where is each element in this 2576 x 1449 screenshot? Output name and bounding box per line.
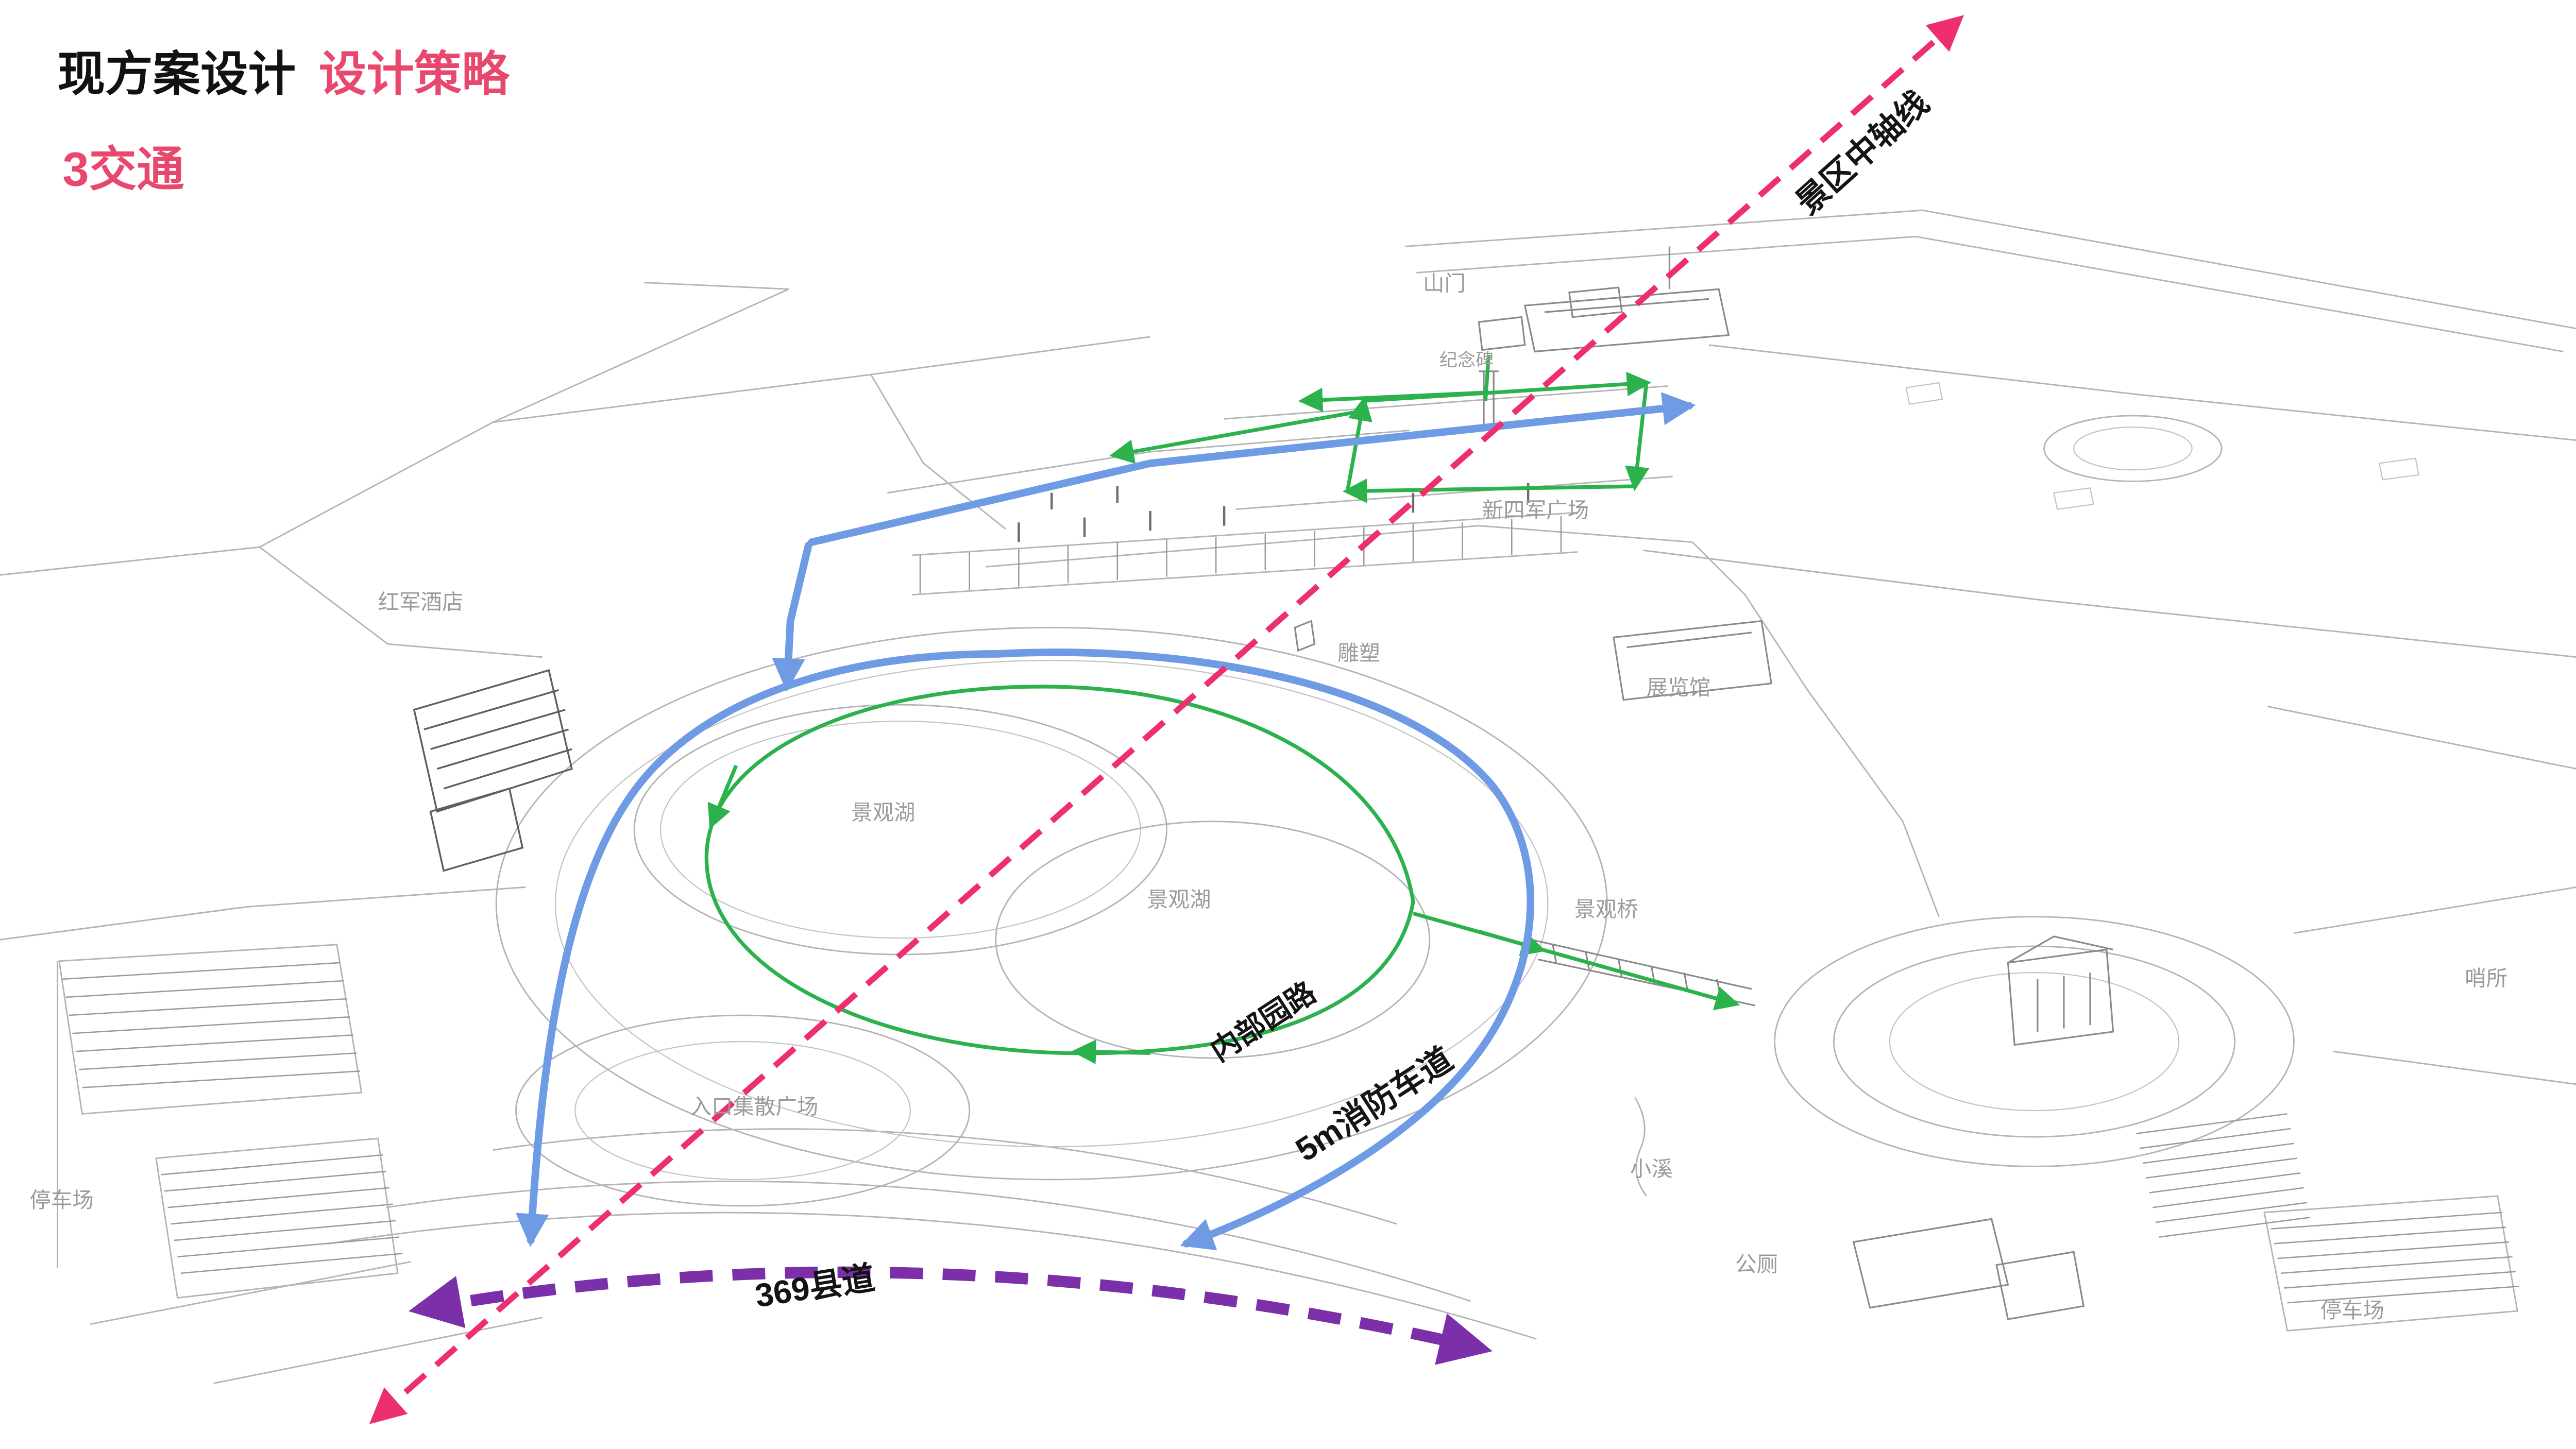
header: 现方案设计设计策略 3交通 bbox=[58, 47, 511, 196]
lake-east-shape bbox=[995, 821, 1431, 1059]
label-entry-plaza: 入口集散广场 bbox=[690, 1094, 819, 1118]
parking-east-stripes bbox=[2270, 1212, 2519, 1304]
label-n4a-square: 新四军广场 bbox=[1482, 498, 1589, 522]
garden-path-square-bottom bbox=[1342, 479, 1635, 503]
label-stream: 小溪 bbox=[1630, 1157, 1673, 1181]
lake-west-shape bbox=[633, 704, 1167, 956]
label-lake-east: 景观湖 bbox=[1147, 888, 1211, 912]
label-parking-east: 停车场 bbox=[2320, 1298, 2384, 1322]
red-army-hotel-building bbox=[413, 669, 573, 872]
label-public-toilet: 公厕 bbox=[1735, 1252, 1778, 1276]
label-sentry-post: 哨所 bbox=[2465, 966, 2507, 991]
feature-labels: 山门 纪念碑 新四军广场 红军酒店 雕塑 展览馆 景观湖 景观湖 景观桥 哨所 … bbox=[29, 271, 2507, 1322]
label-parking-west: 停车场 bbox=[29, 1188, 93, 1212]
page-title-main: 现方案设计 bbox=[58, 47, 296, 100]
landscape-bridge-structure bbox=[1531, 939, 1755, 1007]
label-sculpture: 雕塑 bbox=[1337, 641, 1380, 665]
parking-east-outline bbox=[2263, 1195, 2518, 1332]
central-axis-line bbox=[369, 15, 1964, 1424]
stairs-east-stripes bbox=[2136, 1113, 2311, 1238]
terrain-edges-upper bbox=[0, 209, 2576, 941]
fire-lane-loop-east bbox=[995, 649, 1534, 1251]
label-mountain-gate: 山门 bbox=[1423, 271, 1466, 296]
garden-path-layer bbox=[704, 354, 1740, 1064]
sculpture-structure bbox=[1294, 620, 1316, 652]
garden-path-loop-arrow-west bbox=[707, 764, 738, 829]
terrain-edges-lower bbox=[57, 512, 2576, 1384]
garden-path-square-right bbox=[1624, 382, 1650, 491]
helipad-inner bbox=[2073, 427, 2193, 471]
county-road-line bbox=[409, 1266, 1493, 1365]
public-toilet-building bbox=[1852, 1218, 2085, 1320]
background-drawing bbox=[0, 209, 2576, 1384]
section-label: 3交通 bbox=[62, 142, 184, 196]
label-landscape-bridge: 景观桥 bbox=[1574, 897, 1638, 922]
label-red-army-hotel: 红军酒店 bbox=[378, 590, 464, 614]
mountain-gate-building bbox=[1478, 246, 1730, 353]
lake-west-shore bbox=[660, 721, 1141, 939]
garden-path-loop-arrow-south bbox=[1071, 1039, 1150, 1064]
garden-path-bridge-link bbox=[1412, 911, 1740, 1011]
plateau-marks bbox=[1905, 382, 2420, 510]
page-title-accent: 设计策略 bbox=[319, 47, 510, 100]
helipad-circle bbox=[2043, 415, 2223, 482]
tree-marks bbox=[1018, 483, 1530, 542]
label-lake-west: 景观湖 bbox=[851, 800, 915, 824]
parking-west-stripes bbox=[62, 962, 403, 1274]
sentry-tower-building bbox=[2007, 935, 2114, 1046]
label-monument: 纪念碑 bbox=[1439, 350, 1494, 370]
fire-lane-drop bbox=[772, 541, 812, 692]
label-exhibition-hall: 展览馆 bbox=[1647, 675, 1710, 700]
parking-west-outline bbox=[58, 944, 399, 1299]
page-title: 现方案设计设计策略 bbox=[58, 47, 511, 100]
